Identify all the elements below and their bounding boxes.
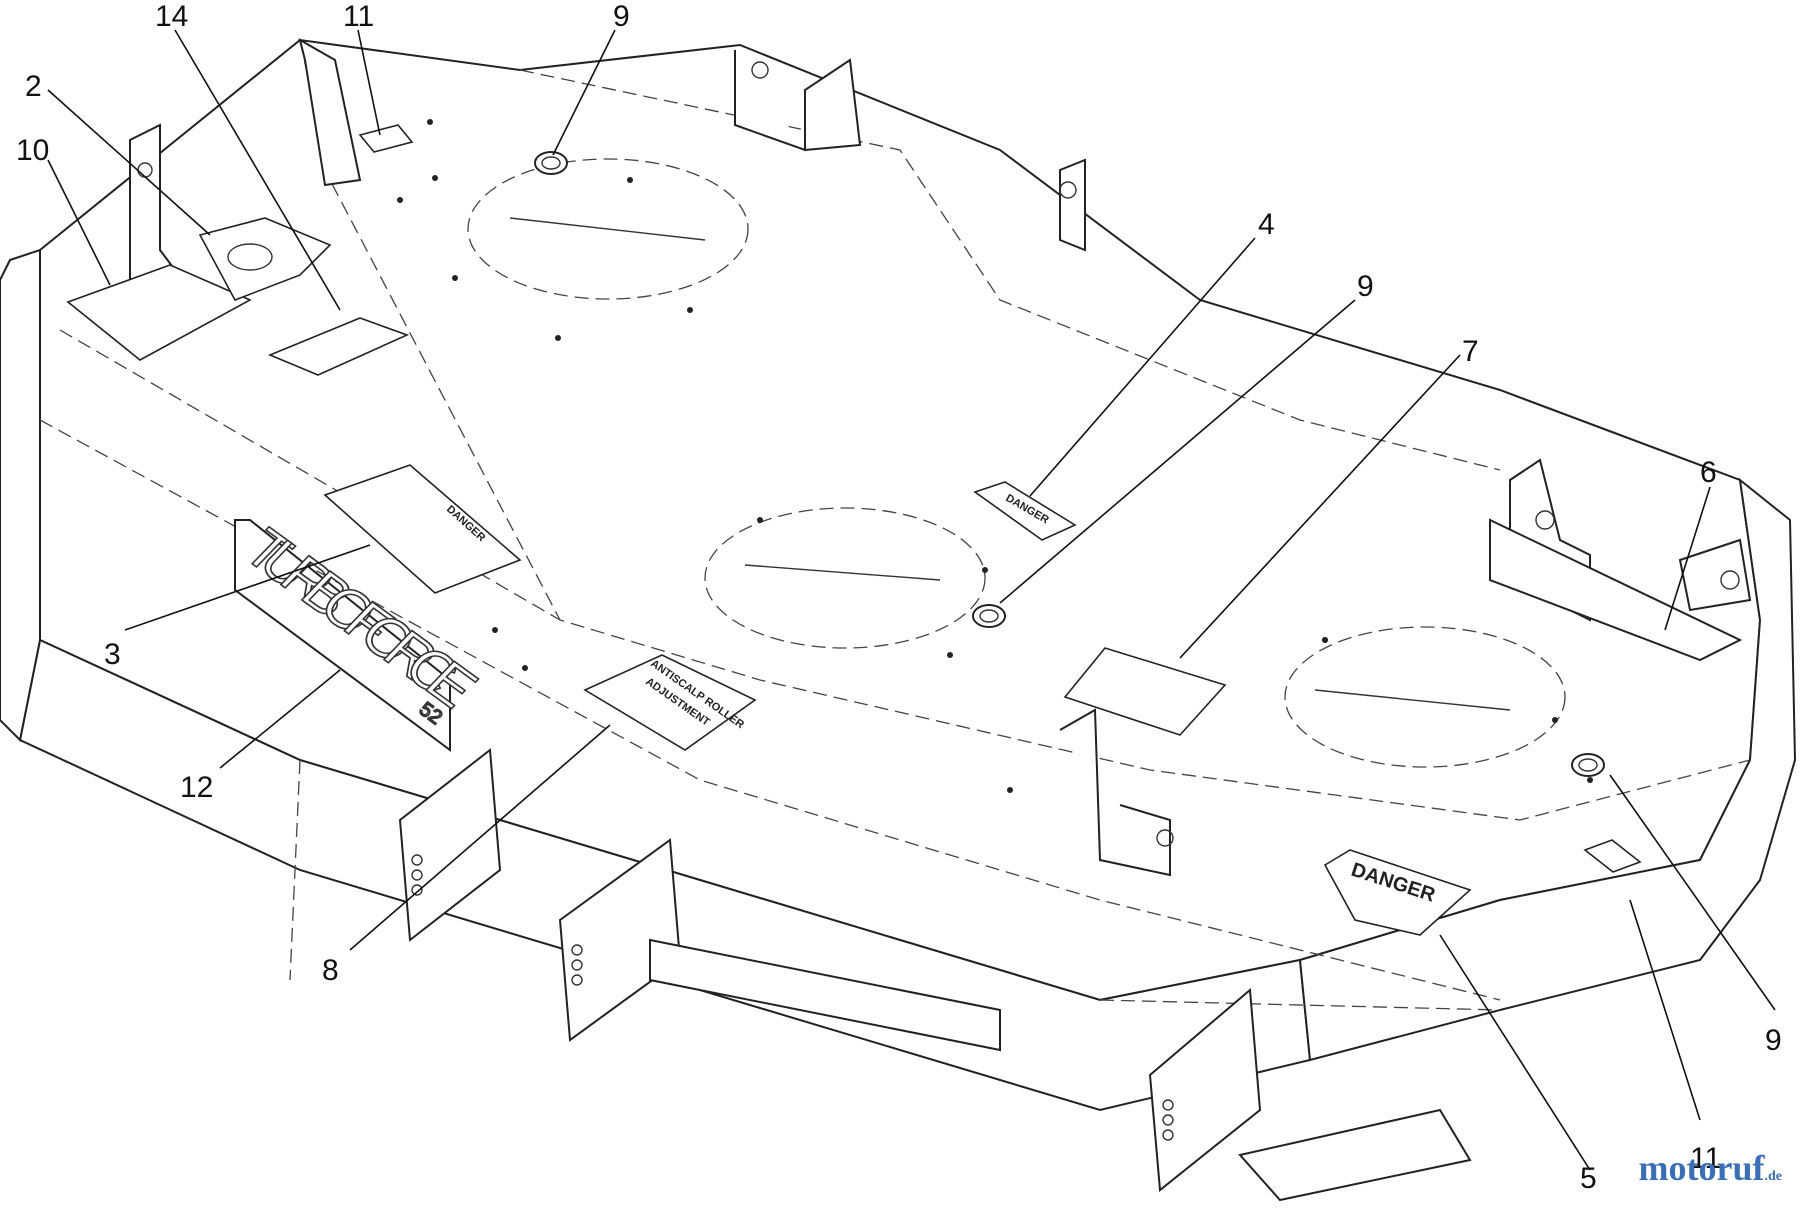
callout-11-top: 11 — [343, 0, 374, 33]
leader-2 — [47, 89, 211, 236]
leader-12 — [219, 669, 341, 769]
leader-7 — [1179, 354, 1461, 659]
callout-numbers: 14 11 9 2 10 4 9 7 6 3 12 8 9 11 5 — [16, 0, 1782, 1195]
decal-blank-center — [1063, 647, 1227, 736]
callout-12: 12 — [180, 771, 213, 804]
deck-left-skirt — [0, 248, 41, 743]
decal-small-right — [1583, 839, 1642, 873]
decal-height-plate — [66, 264, 252, 361]
deck-brackets — [129, 37, 1752, 1202]
callout-5: 5 — [1580, 1162, 1597, 1195]
callout-10: 10 — [16, 134, 49, 167]
callout-14: 14 — [155, 0, 188, 33]
callout-8: 8 — [322, 954, 339, 987]
watermark-text: motoruf — [1638, 1148, 1765, 1188]
center-spindle-opening — [704, 507, 986, 649]
front-hitch-bracket — [1059, 708, 1171, 877]
front-roller — [1238, 1108, 1472, 1202]
callout-7: 7 — [1462, 335, 1479, 368]
plug-cap-right — [1571, 753, 1605, 777]
decal-danger-left — [323, 464, 522, 594]
left-spindle-opening — [467, 158, 749, 300]
leader-11-right — [1629, 899, 1701, 1121]
decal-antiscalp — [583, 654, 757, 751]
callout-9-top: 9 — [613, 0, 630, 33]
rear-center-hitch-bracket — [734, 50, 862, 152]
leader-8 — [349, 724, 611, 951]
front-mount-right — [1148, 987, 1262, 1192]
rear-right-bracket — [1059, 158, 1086, 252]
watermark-suffix: .de — [1764, 1169, 1783, 1184]
callout-3: 3 — [104, 638, 121, 671]
decal-danger-center — [973, 481, 1077, 541]
leader-10 — [47, 159, 111, 286]
callout-9-center: 9 — [1357, 270, 1374, 303]
watermark-logo: motoruf.de — [1639, 1147, 1782, 1189]
plug-cap-left — [534, 151, 568, 175]
decal-danger-large — [1323, 849, 1472, 936]
left-rear-bracket — [298, 37, 362, 187]
leader-9-top — [552, 29, 616, 156]
leader-9-right — [1609, 774, 1776, 1011]
front-bar — [649, 938, 1001, 1052]
leader-14 — [174, 29, 341, 311]
brand-plate-frame — [234, 519, 451, 752]
leader-9-center — [999, 299, 1356, 604]
leader-lines — [47, 29, 1776, 1171]
callout-6: 6 — [1700, 456, 1717, 489]
leader-4 — [1029, 237, 1256, 497]
leader-3 — [124, 544, 371, 631]
leader-11-top — [357, 29, 381, 136]
decal-small-top — [358, 124, 414, 153]
leader-6 — [1664, 486, 1711, 631]
callout-11-right: 11 — [1690, 1142, 1721, 1175]
right-spindle-opening — [1284, 626, 1566, 768]
right-baffle — [1489, 518, 1743, 662]
callout-2: 2 — [25, 70, 42, 103]
callout-4: 4 — [1258, 208, 1275, 241]
plug-cap-center — [972, 604, 1006, 628]
decal-blank — [267, 317, 410, 376]
callout-9-right: 9 — [1765, 1024, 1782, 1057]
leader-5 — [1439, 934, 1591, 1171]
